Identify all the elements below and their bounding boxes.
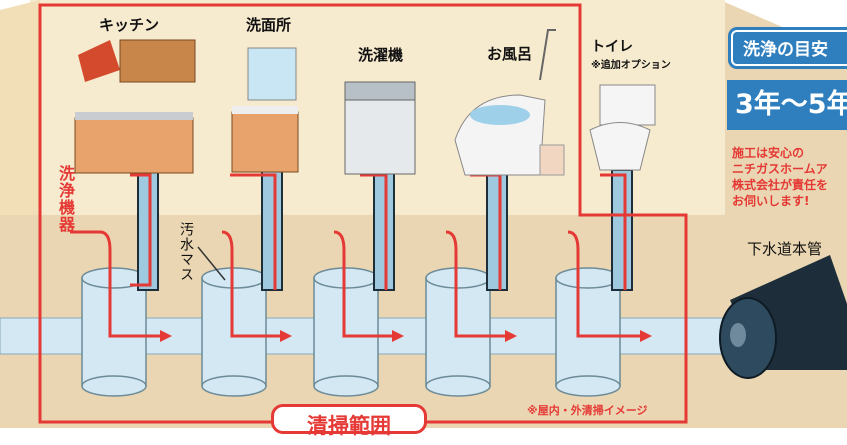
label-kitchen: キッチン	[99, 16, 160, 34]
label-sewer-main: 下水道本管	[747, 240, 823, 258]
notice-line-1: 施工は安心の	[732, 146, 805, 160]
notice-line-3: 株式会社が責任を	[732, 178, 829, 192]
flow-arrows	[160, 330, 652, 342]
label-washroom: 洗面所	[246, 16, 292, 34]
label-toilet-note: ※追加オプション	[591, 60, 671, 71]
scope-label: 清掃範囲	[271, 404, 427, 438]
drain-pipes	[137, 169, 633, 291]
scope-border	[38, 3, 688, 424]
kitchen-illustration	[74, 39, 196, 174]
label-washer: 洗濯機	[358, 46, 404, 64]
washroom-illustration	[231, 47, 299, 173]
label-cleaning-equipment: 洗浄機器	[56, 165, 75, 233]
guide-interval-badge: 3年〜5年	[727, 80, 847, 130]
label-bath: お風呂	[487, 45, 533, 63]
label-sewage-basin: 汚水マス	[178, 222, 194, 282]
sewage-basins	[81, 267, 621, 397]
diagram-canvas	[0, 0, 847, 428]
guide-title-badge: 洗浄の目安	[731, 30, 847, 66]
notice-line-2: ニチガスホームア	[732, 162, 828, 176]
toilet-illustration	[589, 84, 656, 171]
label-image-note: ※屋内・外清掃イメージ	[527, 404, 648, 417]
label-toilet: トイレ	[591, 39, 633, 55]
sewer-main-pipe	[719, 255, 847, 379]
notice-line-4: お伺いします!	[732, 194, 810, 208]
bath-illustration	[454, 29, 565, 176]
washing-machine-illustration	[344, 81, 416, 175]
